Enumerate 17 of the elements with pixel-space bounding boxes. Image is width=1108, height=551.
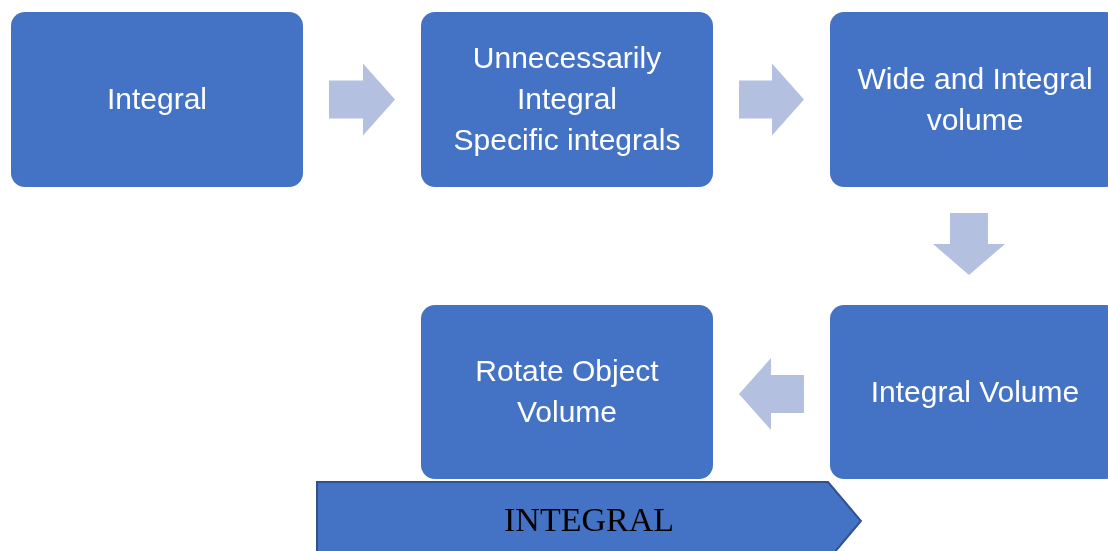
block-arrow bbox=[739, 63, 804, 136]
chevron-banner bbox=[316, 481, 862, 551]
block-arrow bbox=[933, 213, 1005, 275]
process-box bbox=[421, 12, 713, 187]
box-label: Integral Volume bbox=[869, 373, 1081, 410]
box-label: Unnecessarily Integral bbox=[471, 40, 663, 118]
process-box bbox=[421, 305, 713, 479]
box-label: Rotate Object Volume bbox=[474, 353, 660, 430]
box-label: Integral bbox=[105, 81, 209, 118]
box-label: Wide and Integral volume bbox=[856, 60, 1094, 138]
box-label: INTEGRAL bbox=[503, 500, 675, 540]
box-label: Specific integrals bbox=[452, 121, 682, 158]
process-box bbox=[11, 12, 303, 187]
block-arrow bbox=[739, 358, 804, 430]
process-box bbox=[830, 305, 1108, 479]
process-box bbox=[830, 12, 1108, 187]
block-arrow bbox=[329, 63, 395, 136]
